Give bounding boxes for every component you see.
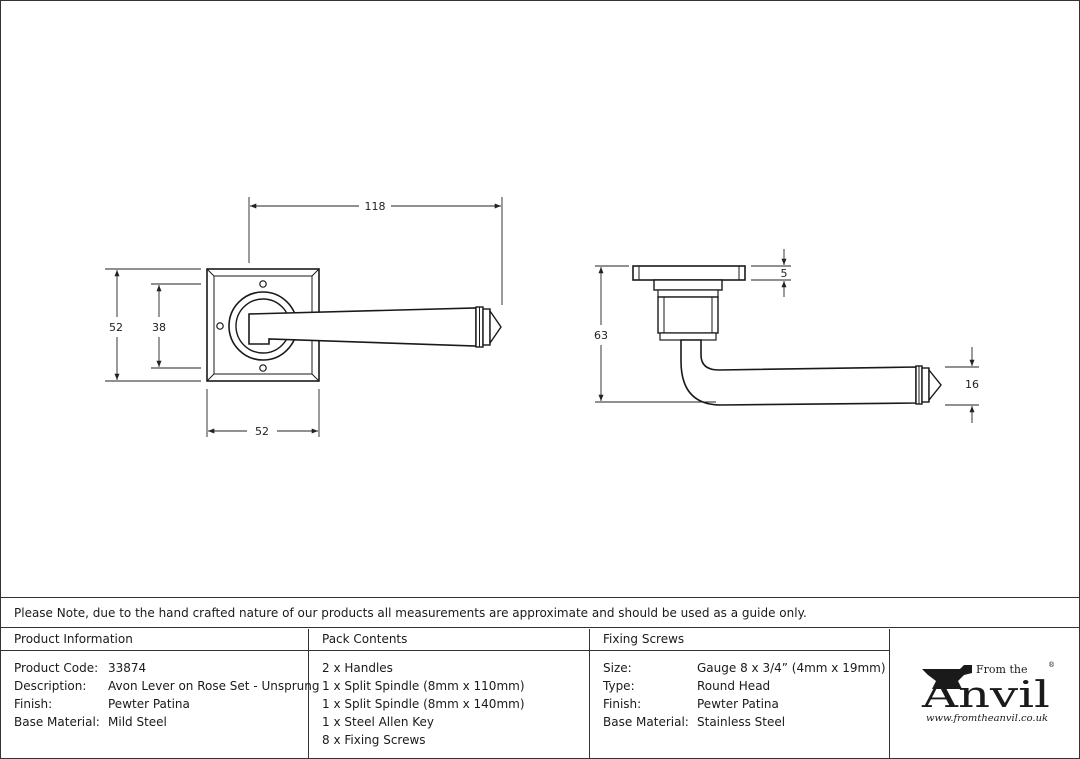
side-lever <box>680 339 917 406</box>
row-value: Avon Lever on Rose Set - Unsprung <box>108 679 320 693</box>
row-label: Finish: <box>14 697 53 711</box>
pack-item: 1 x Split Spindle (8mm x 110mm) <box>322 679 525 693</box>
dim-grip-diameter: 16 <box>965 378 979 391</box>
pack-item: 2 x Handles <box>322 661 393 675</box>
row-value: Pewter Patina <box>108 697 190 711</box>
logo-registered: ® <box>1048 661 1055 669</box>
row-label: Base Material: <box>14 715 100 729</box>
pack-contents-column: Pack Contents 2 x Handles 1 x Split Spin… <box>309 629 590 758</box>
pack-item: 8 x Fixing Screws <box>322 733 426 747</box>
logo-column: From the ® Anvil www.fromtheanvil.co.uk <box>890 629 1079 758</box>
fixing-row: Finish: Pewter Patina <box>603 695 889 713</box>
dim-rose-thickness: 5 <box>781 267 788 280</box>
row-label: Product Code: <box>14 661 99 675</box>
side-boss <box>657 296 719 334</box>
fixing-row: Base Material: Stainless Steel <box>603 713 889 731</box>
pack-item: 1 x Split Spindle (8mm x 140mm) <box>322 697 525 711</box>
fixing-row: Type: Round Head <box>603 677 889 695</box>
side-rose-plate <box>632 265 746 281</box>
row-label: Description: <box>14 679 87 693</box>
drawing-canvas: 118 52 38 52 <box>105 197 979 438</box>
row-value: 33874 <box>108 661 147 675</box>
technical-drawing: 118 52 38 52 <box>1 1 1080 596</box>
screw-hole-top <box>259 280 267 288</box>
product-info-column: Product Information Product Code: 33874 D… <box>1 629 320 758</box>
lever-arm <box>248 307 477 347</box>
fixing-row: Size: Gauge 8 x 3/4” (4mm x 19mm) <box>603 659 889 677</box>
logo-name: Anvil <box>921 675 1050 716</box>
side-boss-top <box>653 279 723 291</box>
dim-projection: 63 <box>594 329 608 342</box>
row-value: Mild Steel <box>108 715 167 729</box>
front-dimensions <box>105 197 503 437</box>
dim-rose-inner: 38 <box>152 321 166 334</box>
side-dimensions <box>595 249 979 423</box>
row-label: Base Material: <box>603 715 689 729</box>
measurement-note: Please Note, due to the hand crafted nat… <box>1 597 1079 628</box>
dim-lever-length: 118 <box>365 200 386 213</box>
front-view <box>206 268 502 382</box>
logo-url: www.fromtheanvil.co.uk <box>926 714 1048 724</box>
product-info-row: Base Material: Mild Steel <box>14 713 308 731</box>
fixing-screws-column: Fixing Screws Size: Gauge 8 x 3/4” (4mm x… <box>590 629 890 758</box>
row-value: Pewter Patina <box>697 697 779 711</box>
logo-from-the: From the <box>976 663 1027 676</box>
product-info-row: Description: Avon Lever on Rose Set - Uns… <box>14 677 320 695</box>
dim-rose-width: 52 <box>255 425 269 438</box>
row-label: Type: <box>603 679 635 693</box>
product-info-row: Finish: Pewter Patina <box>14 695 308 713</box>
spec-table: Product Information Product Code: 33874 D… <box>1 629 1079 758</box>
from-the-anvil-logo: From the ® Anvil www.fromtheanvil.co.uk <box>921 661 1055 724</box>
row-value: Round Head <box>697 679 771 693</box>
anvil-icon <box>922 665 972 689</box>
row-label: Size: <box>603 661 632 675</box>
pack-contents-header: Pack Contents <box>309 629 589 651</box>
lever-finial <box>489 308 502 346</box>
pack-item: 1 x Steel Allen Key <box>322 715 435 729</box>
fixing-screws-header: Fixing Screws <box>590 629 889 651</box>
row-value: Stainless Steel <box>697 715 786 729</box>
row-value: Gauge 8 x 3/4” (4mm x 19mm) <box>697 661 886 675</box>
side-finial <box>928 368 942 402</box>
screw-hole-bottom <box>259 364 267 372</box>
grub-screw-hole <box>216 322 224 330</box>
dim-rose-height: 52 <box>109 321 123 334</box>
row-label: Finish: <box>603 697 642 711</box>
side-view <box>632 265 942 406</box>
product-info-row: Product Code: 33874 <box>14 659 308 677</box>
product-info-header: Product Information <box>1 629 308 651</box>
